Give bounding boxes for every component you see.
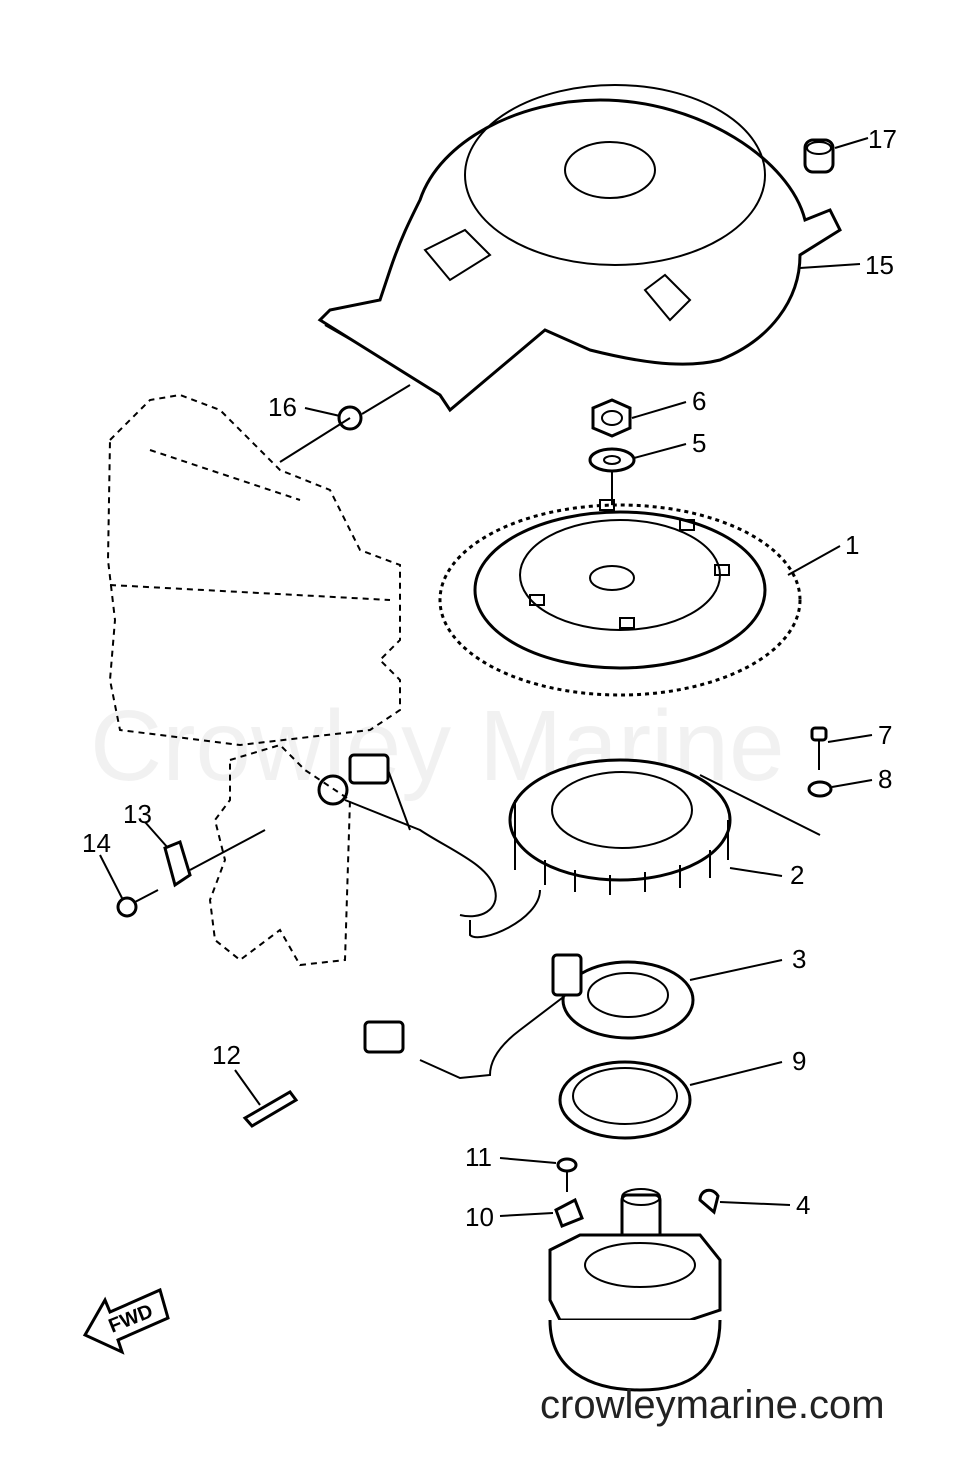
- leader-17: [834, 137, 869, 149]
- flywheel-washer: [588, 447, 636, 473]
- callout-2: 2: [790, 860, 804, 890]
- flywheel: [438, 499, 802, 697]
- flywheel-cover: [317, 84, 842, 413]
- callout-6: 6: [692, 386, 706, 416]
- stator: [469, 758, 821, 939]
- bolt-14: [116, 889, 159, 918]
- grommet: [803, 138, 835, 174]
- site-url: crowleymarine.com: [540, 1383, 885, 1427]
- callout-16: 16: [268, 392, 297, 422]
- leader-1: [787, 545, 841, 576]
- screw-11: [556, 1157, 578, 1192]
- leader-2: [729, 867, 783, 877]
- callout-15: 15: [865, 250, 894, 280]
- nut-16: [279, 384, 411, 463]
- leader-12: [234, 1069, 261, 1106]
- leader-16: [304, 407, 341, 417]
- leader-6: [631, 401, 687, 419]
- forward-direction-arrow: FWD: [82, 1287, 170, 1355]
- leader-15: [799, 263, 861, 269]
- flywheel-nut: [591, 398, 632, 438]
- bracket-13: [163, 839, 192, 888]
- callout-9: 9: [792, 1046, 806, 1076]
- leader-14: [99, 854, 123, 899]
- woodruff-key: [698, 1188, 720, 1215]
- callout-7: 7: [878, 720, 892, 750]
- callout-12: 12: [212, 1040, 241, 1070]
- leader-10: [499, 1212, 554, 1217]
- pin-12: [242, 1090, 299, 1128]
- callout-1: 1: [845, 530, 859, 560]
- callout-8: 8: [878, 764, 892, 794]
- pulser-coil: [363, 953, 695, 1080]
- callout-4: 4: [796, 1190, 810, 1220]
- leader-11: [499, 1157, 557, 1164]
- stator-bolt: [810, 726, 828, 770]
- callout-17: 17: [868, 124, 897, 154]
- callout-11: 11: [465, 1142, 492, 1172]
- leader-9: [689, 1061, 783, 1086]
- leader-5: [633, 443, 687, 459]
- cdi-unit-outline: [106, 393, 401, 747]
- callout-10: 10: [465, 1202, 494, 1232]
- seal-ring: [558, 1060, 692, 1140]
- crankshaft-housing: [548, 1188, 722, 1392]
- leader-7: [827, 734, 873, 743]
- leader-4: [719, 1201, 791, 1206]
- clamp-10: [554, 1197, 584, 1228]
- stator-washer: [807, 780, 833, 798]
- leader-13: [144, 821, 169, 849]
- callout-14: 14: [82, 828, 111, 858]
- callout-5: 5: [692, 428, 706, 458]
- leader-8: [831, 779, 873, 788]
- leader-3: [689, 959, 783, 981]
- callout-3: 3: [792, 944, 806, 974]
- callout-13: 13: [123, 799, 152, 829]
- engine-block-outline: [189, 743, 352, 967]
